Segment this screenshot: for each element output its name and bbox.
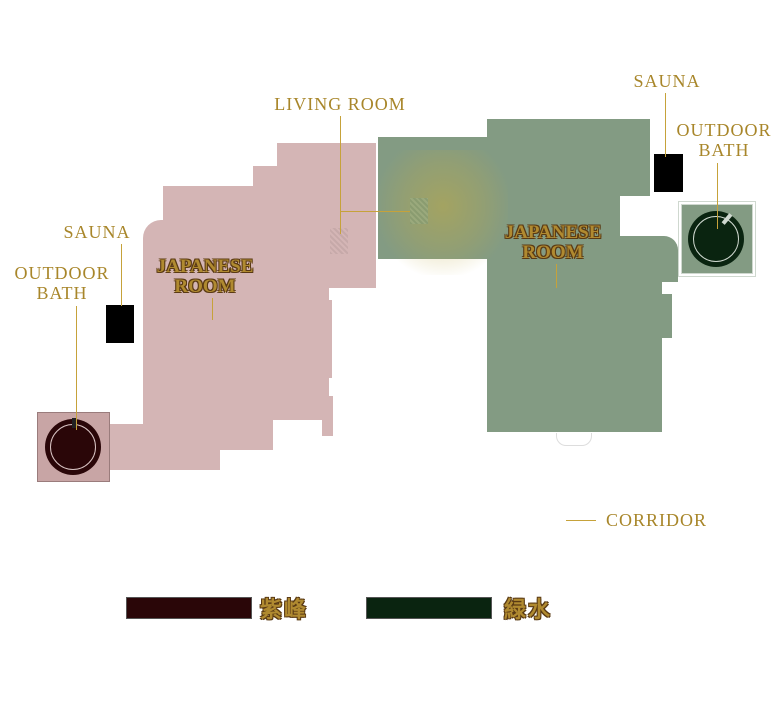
label-outdoor-bath-left: OUTDOOR BATH: [6, 263, 118, 303]
left-suite-block: [322, 396, 333, 436]
label-outdoor-bath-left-line2: BATH: [36, 283, 88, 303]
label-outdoor-bath-right: OUTDOOR BATH: [668, 120, 780, 160]
label-japanese-room-right-line2: ROOM: [522, 242, 584, 263]
right-suite-notch: [620, 196, 650, 236]
corridor-legend-line: [566, 520, 596, 521]
label-outdoor-bath-right-line2: BATH: [698, 140, 750, 160]
right-suite-block: [487, 119, 650, 432]
living-room-glow: [378, 150, 508, 275]
label-japanese-room-right-line1: JAPANESE: [504, 222, 602, 243]
label-outdoor-bath-right-line1: OUTDOOR: [676, 120, 772, 140]
right-suite-block: [640, 294, 672, 338]
leader-living-room: [340, 116, 341, 234]
living-room-pattern: [330, 228, 348, 254]
label-japanese-room-right: JAPANESE ROOM: [492, 223, 614, 263]
label-japanese-room-left-line2: ROOM: [174, 276, 236, 297]
legend-swatch-shiho: [126, 597, 252, 619]
right-suite-block: [640, 280, 662, 296]
left-suite-block: [322, 300, 332, 378]
leader-japanese-room-left: [212, 298, 213, 320]
left-suite-block: [108, 424, 220, 470]
leader-outdoor-bath-left: [76, 306, 77, 430]
legend-label-ryokusui: 緑水: [504, 597, 553, 623]
outdoor-bath-left-ring: [50, 424, 96, 470]
legend-label-shiho: 紫峰: [260, 597, 309, 623]
right-suite-entrance: [556, 433, 592, 446]
sauna-right: [654, 154, 683, 192]
right-suite-block: [640, 336, 662, 432]
label-japanese-room-left: JAPANESE ROOM: [144, 257, 266, 297]
leader-outdoor-bath-right: [717, 163, 718, 229]
right-suite-block: [640, 236, 678, 282]
leader-sauna-right: [665, 93, 666, 157]
living-room-pattern: [410, 198, 428, 224]
leader-sauna-left: [121, 244, 122, 306]
leader-japanese-room-right: [556, 264, 557, 288]
label-corridor: CORRIDOR: [606, 510, 708, 530]
label-sauna-left: SAUNA: [63, 222, 131, 242]
leader-living-room-branch: [340, 211, 410, 212]
label-outdoor-bath-left-line1: OUTDOOR: [14, 263, 110, 283]
outdoor-bath-left-tap: [72, 418, 76, 428]
sauna-left: [106, 305, 134, 343]
outdoor-bath-right-ring: [693, 216, 739, 262]
label-sauna-right: SAUNA: [633, 71, 701, 91]
label-japanese-room-left-line1: JAPANESE: [156, 256, 254, 277]
legend-swatch-ryokusui: [366, 597, 492, 619]
label-living-room: LIVING ROOM: [274, 94, 406, 114]
